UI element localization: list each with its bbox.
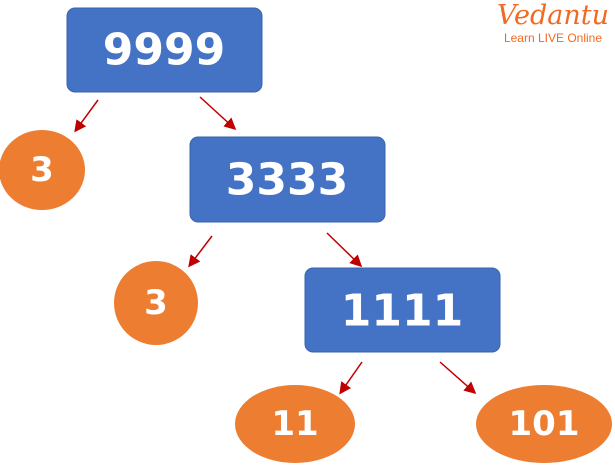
- node-3-label: 1111: [341, 286, 463, 337]
- arrow: [74, 99, 99, 133]
- arrow: [326, 232, 363, 268]
- node-root: [66, 7, 263, 93]
- vedantu-logo: Vedantu Learn LIVE Online: [497, 0, 609, 44]
- node-2: [189, 136, 386, 223]
- leaf-1-label: 3: [30, 150, 54, 190]
- leaf-3: [235, 385, 355, 463]
- arrow: [439, 361, 477, 394]
- arrow: [339, 361, 363, 395]
- node-3: [304, 267, 501, 353]
- arrow: [199, 96, 237, 131]
- logo-brand: Vedantu: [496, 0, 609, 31]
- node-2-label: 3333: [226, 155, 348, 206]
- leaf-4-label: 101: [509, 404, 580, 444]
- leaf-3-label: 11: [271, 404, 318, 444]
- arrow: [188, 235, 213, 268]
- leaf-2-label: 3: [144, 283, 168, 323]
- logo-tagline: Learn LIVE Online: [503, 31, 603, 45]
- leaf-1: [0, 130, 85, 210]
- leaf-4: [476, 385, 612, 463]
- node-root-label: 9999: [103, 25, 225, 76]
- leaf-2: [114, 261, 198, 345]
